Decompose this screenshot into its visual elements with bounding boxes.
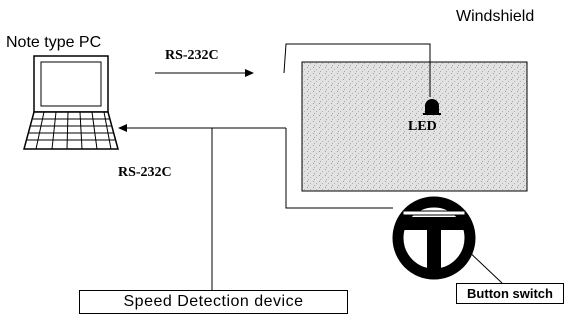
rs232c-left-label: RS-232C [118,165,172,181]
laptop-label: Note type PC [6,34,101,52]
led-label: LED [408,119,437,135]
windshield-label: Windshield [456,8,534,26]
speed-detection-device-box: Speed Detection device [79,290,348,314]
button-switch-box: Button switch [456,283,564,304]
laptop-icon [24,56,118,149]
steering-wheel-icon [398,202,502,283]
rs232c-top-label: RS-232C [165,48,219,64]
